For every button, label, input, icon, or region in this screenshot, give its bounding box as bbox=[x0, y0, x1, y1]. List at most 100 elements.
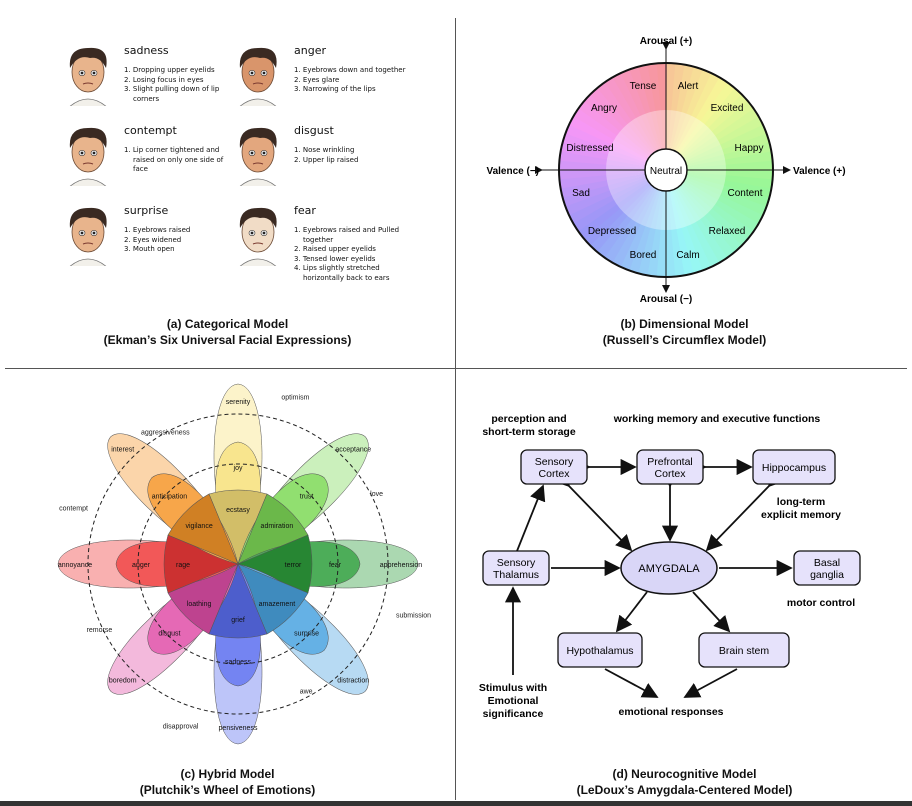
dyad-label: remorse bbox=[87, 627, 113, 634]
annotation-long-term: long-term bbox=[777, 496, 825, 508]
annotation-stimulus: Stimulus with bbox=[479, 682, 547, 694]
petal-mid-label: trust bbox=[300, 493, 314, 500]
neutral-label: Neutral bbox=[650, 166, 682, 177]
dyad-label: love bbox=[370, 491, 383, 498]
dyad-label: aggressiveness bbox=[141, 430, 190, 437]
feature-item: 1. Eyebrows raised and Pulled together bbox=[294, 226, 400, 244]
vertical-divider bbox=[455, 18, 456, 800]
petal-inner-label: admiration bbox=[261, 523, 294, 530]
neurocognitive-caption: (d) Neurocognitive Model (LeDoux’s Amygd… bbox=[457, 766, 912, 798]
node-label: Prefrontal bbox=[647, 456, 693, 468]
emotion-label: Distressed bbox=[566, 143, 613, 154]
petal-outer-label: pensiveness bbox=[219, 725, 258, 732]
neutral-circle bbox=[644, 148, 688, 192]
emotion-name: sadness bbox=[124, 44, 169, 57]
petal-mid-label: anger bbox=[132, 562, 151, 569]
contempt-face-icon bbox=[69, 127, 107, 186]
caption-title: (c) Hybrid Model bbox=[180, 767, 275, 781]
surprise-face-icon bbox=[69, 207, 107, 266]
petal-outer-label: annoyance bbox=[58, 562, 92, 569]
dimensional-caption: (b) Dimensional Model (Russell’s Circumf… bbox=[457, 316, 912, 348]
emotion-features-list: 1. Lip corner tightened and raised on on… bbox=[124, 146, 236, 175]
dyad-label: submission bbox=[396, 613, 431, 620]
petal-disgust bbox=[107, 563, 239, 695]
emotion-label: Excited bbox=[711, 103, 744, 114]
annotation-responses: emotional responses bbox=[618, 706, 723, 718]
amygdala-brainstem-edge bbox=[692, 591, 731, 633]
caption-subtitle: (Ekman’s Six Universal Facial Expression… bbox=[103, 333, 352, 347]
emotion-name: contempt bbox=[124, 124, 177, 137]
petal-mid-label: fear bbox=[329, 562, 342, 569]
annotation-motor: motor control bbox=[787, 597, 855, 609]
petal-inner-label: grief bbox=[231, 617, 245, 624]
emotion-label: Sad bbox=[572, 188, 590, 199]
node-label: Hypothalamus bbox=[566, 645, 633, 657]
annotation-stimulus: significance bbox=[483, 708, 544, 720]
petal-fear bbox=[237, 534, 419, 594]
emotion-name: disgust bbox=[294, 124, 334, 137]
petal-inner-label: vigilance bbox=[185, 523, 212, 530]
sensory-thalamus-node bbox=[482, 550, 550, 586]
node-label: Hippocampus bbox=[762, 462, 826, 474]
fear-face-icon bbox=[239, 207, 277, 266]
emotion-label: Calm bbox=[676, 250, 699, 261]
node-label: Cortex bbox=[539, 468, 571, 480]
petal-inner-label: amazement bbox=[259, 601, 296, 608]
node-label: Sensory bbox=[535, 456, 574, 468]
petal-inner-label: rage bbox=[176, 562, 190, 569]
amygdala-label: AMYGDALA bbox=[638, 563, 700, 575]
petal-mid-label: disgust bbox=[158, 631, 180, 638]
petal-outer-label: acceptance bbox=[335, 447, 371, 454]
annotation-working-memory: working memory and executive functions bbox=[613, 413, 821, 425]
node-label: Brain stem bbox=[719, 645, 769, 657]
annotation-perception: short-term storage bbox=[482, 426, 576, 438]
arousal-low-label: Arousal (−) bbox=[640, 294, 693, 305]
hybrid-caption: (c) Hybrid Model (Plutchik’s Wheel of Em… bbox=[0, 766, 455, 798]
valence-positive-label: Valence (+) bbox=[793, 166, 846, 177]
disgust-face-icon bbox=[239, 127, 277, 186]
amygdala-hypothalamus-edge bbox=[615, 591, 648, 633]
feature-item: 1. Nose wrinkling bbox=[294, 146, 355, 154]
feature-item: 1. Lip corner tightened and raised on on… bbox=[124, 146, 224, 173]
caption-subtitle: (LeDoux’s Amygdala-Centered Model) bbox=[576, 783, 793, 797]
hypothalamus-node bbox=[557, 632, 643, 668]
petal-mid-label: sadness bbox=[225, 659, 252, 666]
feature-item: 2. Raised upper eyelids bbox=[294, 245, 376, 253]
petal-outer-label: serenity bbox=[226, 399, 251, 406]
emotion-label: Bored bbox=[630, 250, 657, 261]
node-label: Cortex bbox=[655, 468, 687, 480]
petal-inner-label: ecstasy bbox=[226, 507, 250, 514]
brainstem-response-edge bbox=[683, 668, 738, 698]
node-label: Thalamus bbox=[493, 569, 539, 581]
sadness-face-icon bbox=[69, 47, 107, 106]
emotion-name: anger bbox=[294, 44, 326, 57]
inner-dashed-ring bbox=[137, 463, 339, 665]
feature-item: 3. Tensed lower eyelids bbox=[294, 254, 376, 263]
emotion-label: Alert bbox=[678, 81, 699, 92]
feature-item: 3. Narrowing of the lips bbox=[294, 85, 376, 93]
cortex-amygdala-edge bbox=[553, 470, 633, 552]
dyad-label: optimism bbox=[281, 395, 309, 402]
node-label: Basal bbox=[814, 557, 840, 569]
node-label: ganglia bbox=[810, 569, 844, 581]
hippocampus-amygdala-edge bbox=[705, 470, 785, 552]
outer-dashed-ring bbox=[87, 413, 389, 715]
brain-stem-node bbox=[698, 632, 790, 668]
sensory-cortex-node bbox=[520, 449, 588, 485]
petal-outer-label: interest bbox=[111, 447, 134, 454]
petal-outer-label: apprehension bbox=[380, 562, 423, 569]
dyad-label: contempt bbox=[59, 505, 88, 512]
amygdala-node bbox=[620, 541, 718, 595]
petal-surprise bbox=[237, 563, 369, 695]
annotation-stimulus: Emotional bbox=[488, 695, 539, 707]
annotation-long-term: explicit memory bbox=[761, 509, 841, 521]
emotion-label: Happy bbox=[735, 143, 764, 154]
petal-mid-label: anticipation bbox=[152, 493, 188, 500]
arousal-high-label: Arousal (+) bbox=[640, 36, 693, 47]
